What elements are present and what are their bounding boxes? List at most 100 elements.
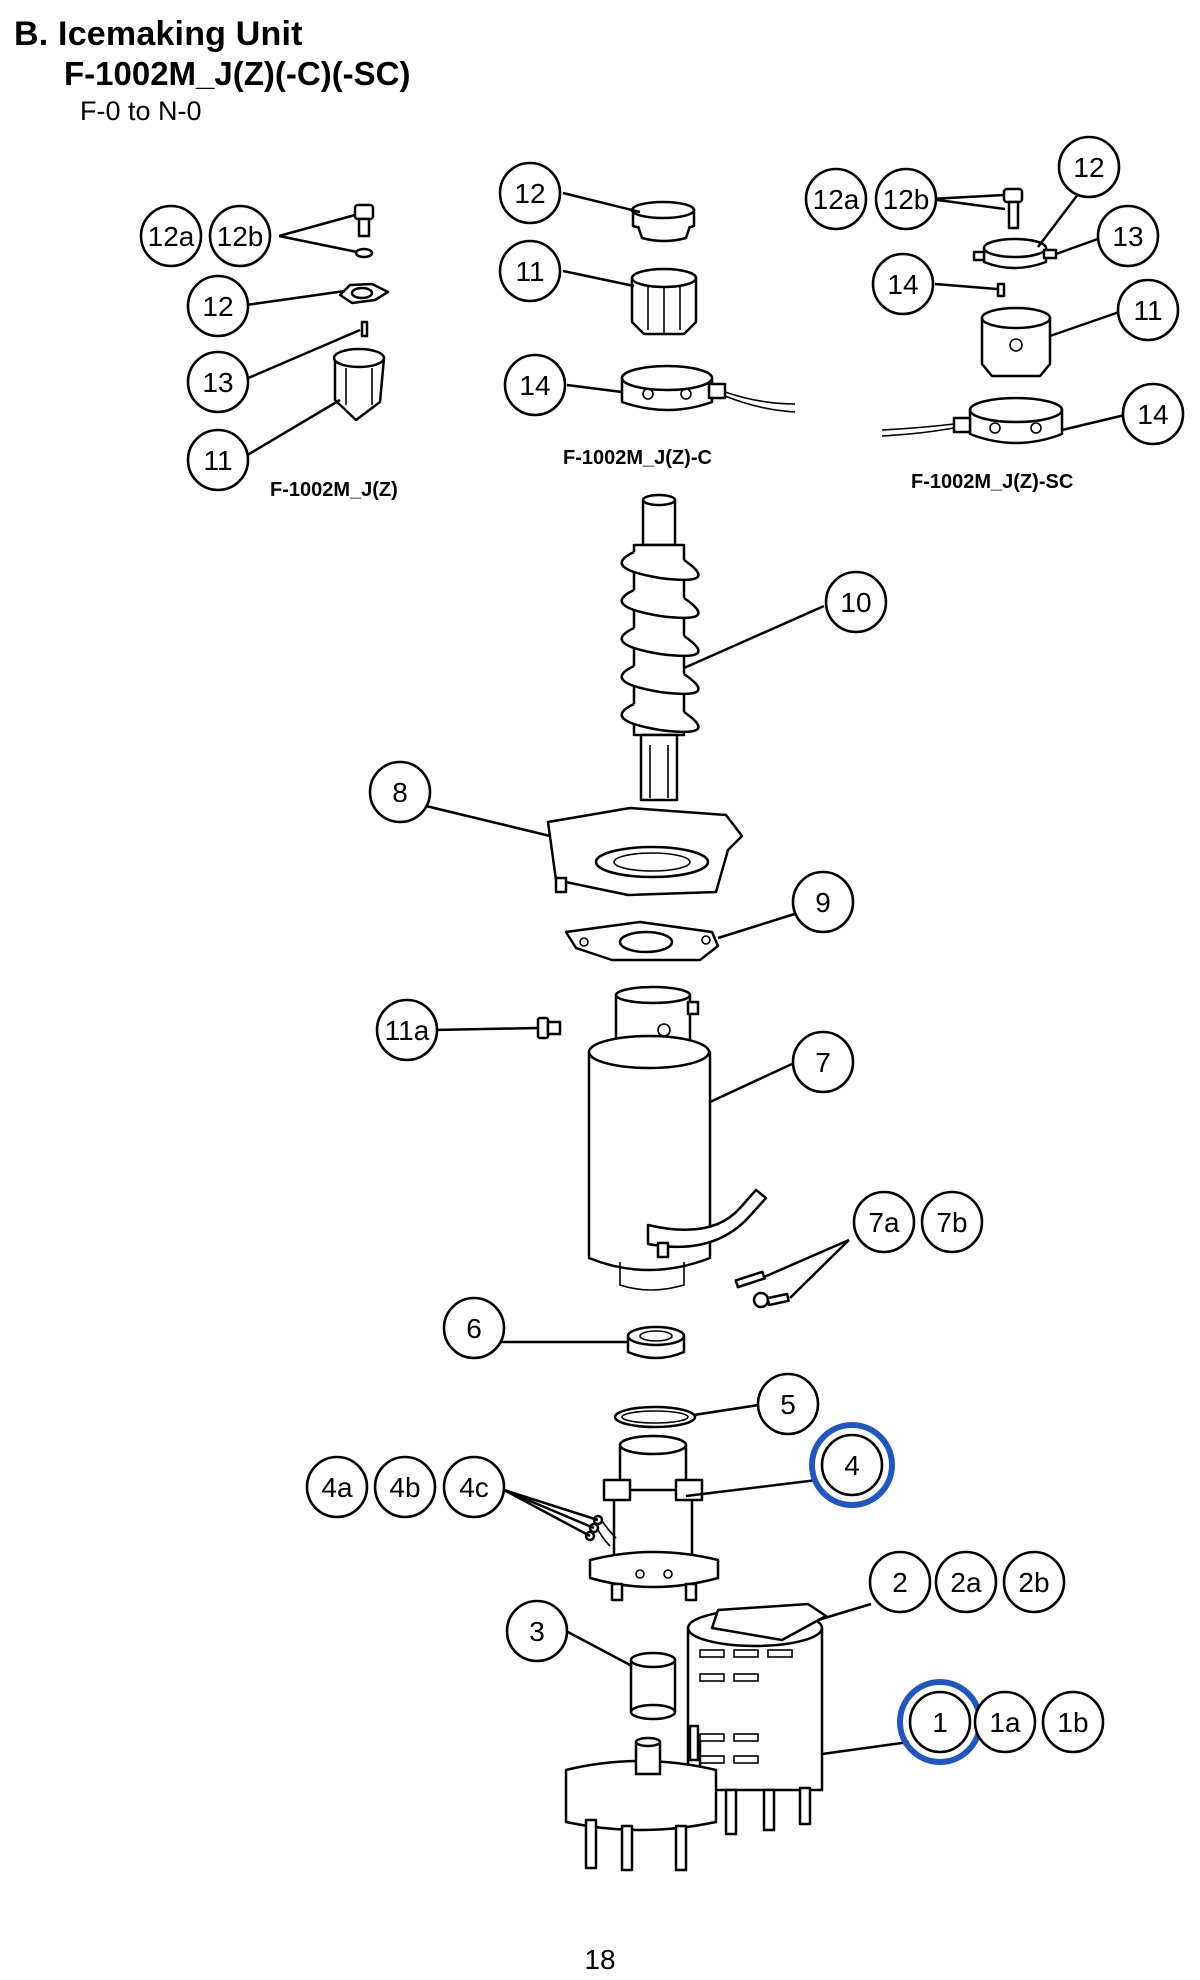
callout-11: 11 [186, 428, 250, 492]
callout-12b: 12b [874, 167, 938, 231]
callout-7b: 7b [920, 1190, 984, 1254]
callout-6: 6 [442, 1296, 506, 1360]
callout-2b: 2b [1002, 1550, 1066, 1614]
auger [620, 493, 700, 802]
callout-text: 4b [389, 1472, 420, 1503]
callout-circle [804, 167, 868, 231]
callout-text: 11 [515, 256, 544, 287]
callout-1: 1 [897, 1679, 983, 1765]
callout-circle [186, 274, 250, 338]
callout-text: 2b [1018, 1567, 1049, 1598]
callout-text: 12a [148, 221, 195, 252]
callout-text: 4c [459, 1472, 489, 1503]
callout-circle [139, 204, 203, 268]
callout-circle [1041, 1690, 1105, 1754]
callout-text: 11a [385, 1015, 430, 1046]
callout-text: 2 [892, 1567, 908, 1598]
bolt-left [353, 203, 375, 259]
callout-circle [871, 252, 935, 316]
callout-11: 11 [498, 239, 562, 303]
callout-text: 3 [529, 1616, 545, 1647]
callout-circle [973, 1690, 1037, 1754]
bolt-right [1002, 187, 1024, 230]
callout-text: 11 [1133, 295, 1162, 326]
callout-circle [305, 1455, 369, 1519]
callout-4: 4 [809, 1422, 895, 1508]
callout-circle [1121, 382, 1185, 446]
callout-circle [820, 1433, 884, 1497]
callout-text: 12 [514, 178, 545, 209]
callout-13: 13 [1096, 204, 1160, 268]
callout-circle [375, 998, 439, 1062]
extruding-head-center [630, 267, 698, 336]
callout-circle [791, 870, 855, 934]
callout-circle [874, 167, 938, 231]
callout-text: 1b [1057, 1707, 1088, 1738]
callout-11a: 11a [375, 998, 439, 1062]
callout-text: 4a [321, 1472, 353, 1503]
callout-circle [852, 1190, 916, 1254]
callout-14: 14 [871, 252, 935, 316]
callout-5: 5 [756, 1372, 820, 1436]
callout-13: 13 [186, 350, 250, 414]
extruding-head-left [332, 347, 386, 422]
callout-3: 3 [505, 1599, 569, 1663]
callout-14: 14 [503, 353, 567, 417]
extruding-head-right [980, 306, 1052, 378]
callout-1a: 1a [973, 1690, 1037, 1754]
callout-text: 6 [466, 1313, 482, 1344]
callout-circle [1002, 1550, 1066, 1614]
screw-7b [752, 1291, 790, 1309]
callout-text: 14 [1137, 399, 1168, 430]
callout-circle [791, 1030, 855, 1094]
callout-text: 1 [932, 1707, 948, 1738]
callout-11: 11 [1116, 278, 1180, 342]
callout-text: 7b [936, 1207, 967, 1238]
callout-circle [498, 161, 562, 225]
callout-circle [186, 350, 250, 414]
callout-4a: 4a [305, 1455, 369, 1519]
callout-text: 2a [950, 1567, 982, 1598]
callout-4c: 4c [442, 1455, 506, 1519]
callout-circle [368, 760, 432, 824]
highlight-ring [809, 1422, 895, 1508]
callout-circle [442, 1296, 506, 1360]
evaporator [587, 985, 768, 1291]
callout-circle [1096, 204, 1160, 268]
callout-4b: 4b [373, 1455, 437, 1519]
cutter-left [338, 282, 390, 305]
callout-circle [505, 1599, 569, 1663]
mechanical-seal [626, 1325, 686, 1360]
model-title: F-1002M_J(Z)(-C)(-SC) [64, 55, 411, 92]
ring-right [881, 396, 1064, 445]
callout-9: 9 [791, 870, 855, 934]
coupling [629, 1651, 677, 1721]
callout-7a: 7a [852, 1190, 916, 1254]
gear-motor [564, 1602, 828, 1872]
callout-2a: 2a [934, 1550, 998, 1614]
callout-circle [1116, 278, 1180, 342]
callout-text: 14 [519, 370, 550, 401]
callout-text: 8 [392, 777, 408, 808]
callout-text: 5 [780, 1389, 796, 1420]
leader-lines [238, 188, 1130, 1756]
label-variant-right: F-1002M_J(Z)-SC [911, 471, 1073, 493]
cutter-center [630, 200, 696, 243]
label-variant-left: F-1002M_J(Z) [270, 479, 398, 501]
callout-8: 8 [368, 760, 432, 824]
serial-range: F-0 to N-0 [80, 96, 202, 126]
callout-circle [186, 428, 250, 492]
callout-text: 7 [815, 1047, 831, 1078]
ring-center [620, 364, 796, 413]
page-number: 18 [584, 1944, 616, 1975]
callout-text: 4 [844, 1450, 860, 1481]
callout-circle [1057, 135, 1121, 199]
bolt-11a [536, 1016, 562, 1040]
callout-12a: 12a [139, 204, 203, 268]
callout-text: 1a [989, 1707, 1021, 1738]
cutter-right [972, 237, 1058, 270]
pin-right [996, 282, 1006, 298]
callout-circle [503, 353, 567, 417]
housing [546, 806, 744, 897]
callout-10: 10 [824, 570, 888, 634]
